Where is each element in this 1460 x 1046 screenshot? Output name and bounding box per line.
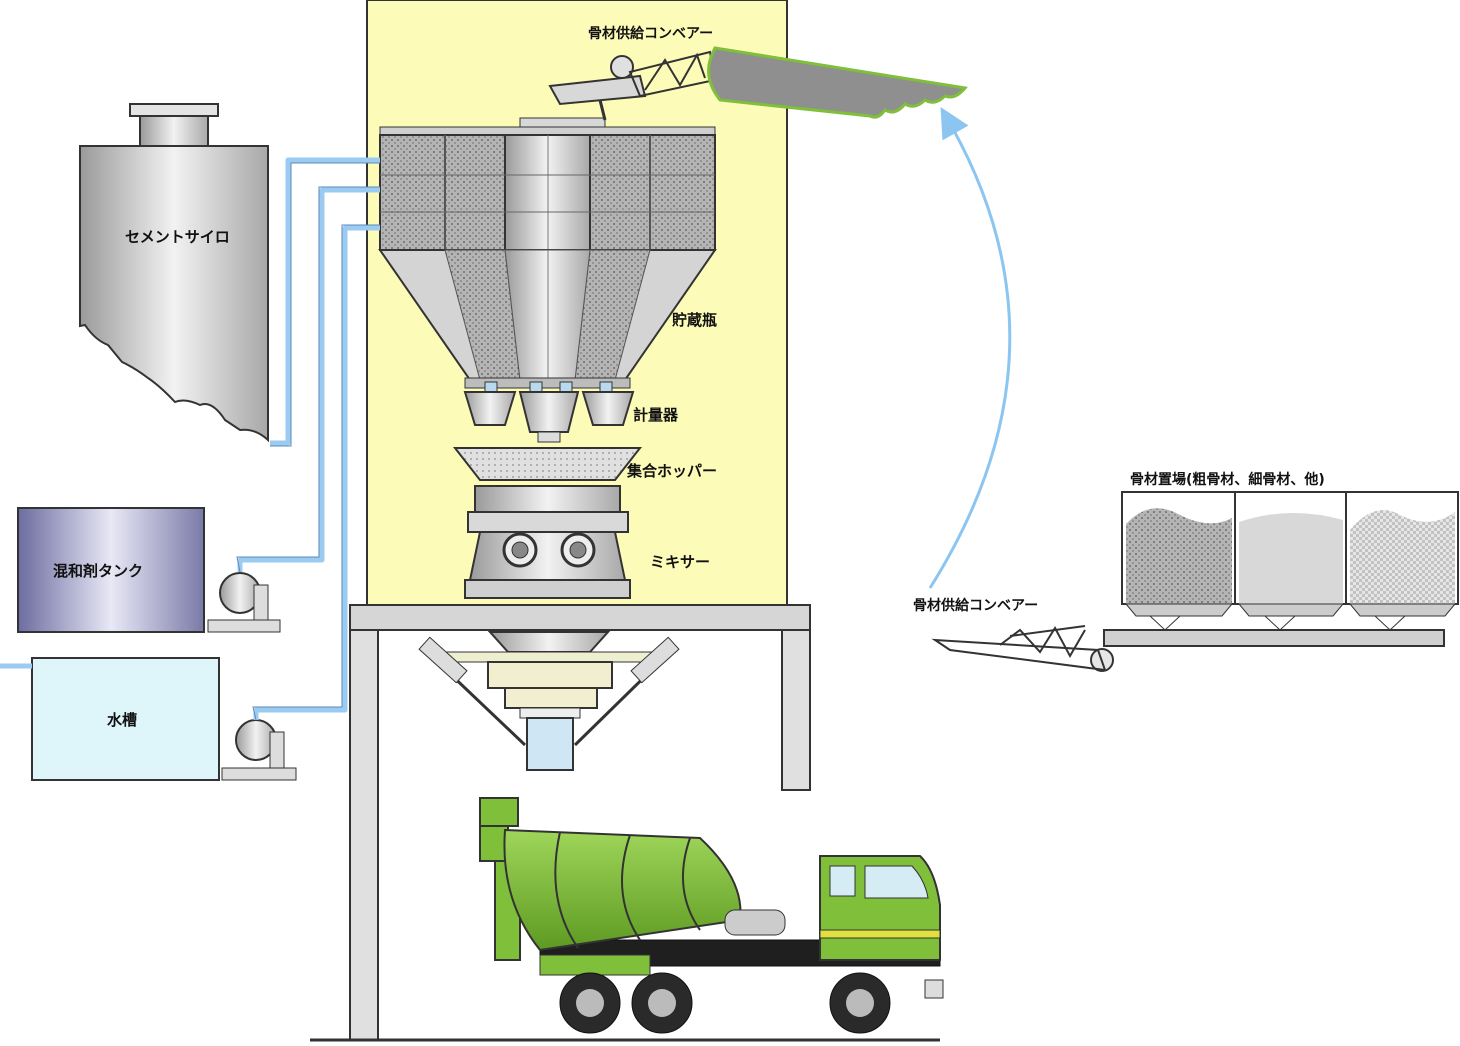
mixer [464, 485, 631, 599]
admixture-tank [17, 507, 281, 633]
truck-wheels [559, 972, 891, 1034]
diagram-labels: 骨材供給コンベアー セメントサイロ 貯蔵瓶 計量器 集合ホッパー ミキサー 混和… [53, 25, 1325, 729]
label-mixer: ミキサー [650, 553, 710, 571]
storage-bins [378, 117, 717, 389]
cement-silo [79, 103, 269, 443]
collecting-hopper [452, 447, 643, 481]
plant-right-column [781, 629, 811, 791]
conveyor-belt-cover [707, 46, 968, 119]
aggregate-transfer-arrow [928, 106, 1012, 589]
plant-left-column [349, 629, 379, 1041]
label-admixture-tank: 混和剤タンク [53, 562, 143, 580]
label-weigher: 計量器 [633, 406, 679, 424]
label-collecting-hopper: 集合ホッパー [626, 462, 717, 480]
plant-floor-slab [349, 604, 811, 631]
label-storage-bin: 貯蔵瓶 [672, 311, 717, 329]
water-tank [31, 657, 297, 781]
label-water-tank: 水槽 [107, 711, 137, 729]
supply-pipes [0, 157, 380, 720]
supply-pipes-outline [236, 162, 380, 721]
label-conveyor-top: 骨材供給コンベアー [588, 25, 713, 42]
label-cement-silo: セメントサイロ [125, 228, 230, 246]
label-aggregate-yard: 骨材置場(粗骨材、細骨材、他) [1130, 471, 1325, 488]
mixer-truck [479, 797, 944, 1034]
aggregate-yard [1103, 491, 1459, 647]
discharge-hopper [418, 631, 680, 771]
bottom-aggregate-conveyor [931, 625, 1114, 672]
weighers [463, 381, 635, 443]
top-aggregate-conveyor [548, 46, 968, 121]
label-conveyor-bottom: 骨材供給コンベアー [913, 597, 1038, 614]
